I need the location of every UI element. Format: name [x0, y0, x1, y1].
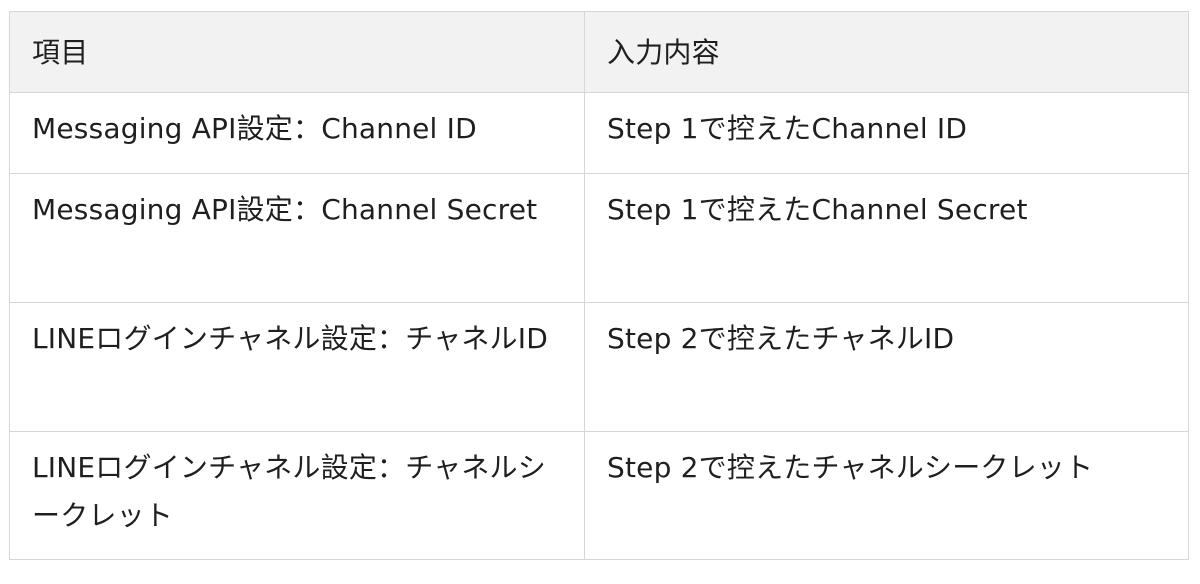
table-cell-value: Step 2で控えたチャネルシークレット: [607, 451, 1094, 484]
settings-table: 項目 入力内容 Messaging API設定：Channel ID Step …: [9, 11, 1189, 560]
table-cell-item: LINEログインチャネル設定：チャネルID: [10, 303, 585, 431]
table-header-row: 項目 入力内容: [10, 12, 1188, 92]
table-cell-item: Messaging API設定：Channel Secret: [10, 174, 585, 302]
table-cell-item: LINEログインチャネル設定：チャネルシークレット: [10, 432, 585, 559]
table-cell-value: Step 2で控えたチャネルID: [607, 322, 955, 355]
table-cell-item: Messaging API設定：Channel ID: [10, 93, 585, 173]
table-row: Messaging API設定：Channel ID Step 1で控えたCha…: [10, 92, 1188, 173]
table-cell-value: Step 1で控えたChannel ID: [607, 112, 968, 145]
table-row: LINEログインチャネル設定：チャネルシークレット Step 2で控えたチャネル…: [10, 431, 1188, 559]
header-item: 項目: [10, 12, 585, 92]
table-cell-value: Step 1で控えたChannel Secret: [607, 193, 1028, 226]
table-row: Messaging API設定：Channel Secret Step 1で控え…: [10, 173, 1188, 302]
table-row: LINEログインチャネル設定：チャネルID Step 2で控えたチャネルID: [10, 302, 1188, 431]
header-input-content: 入力内容: [607, 36, 720, 69]
